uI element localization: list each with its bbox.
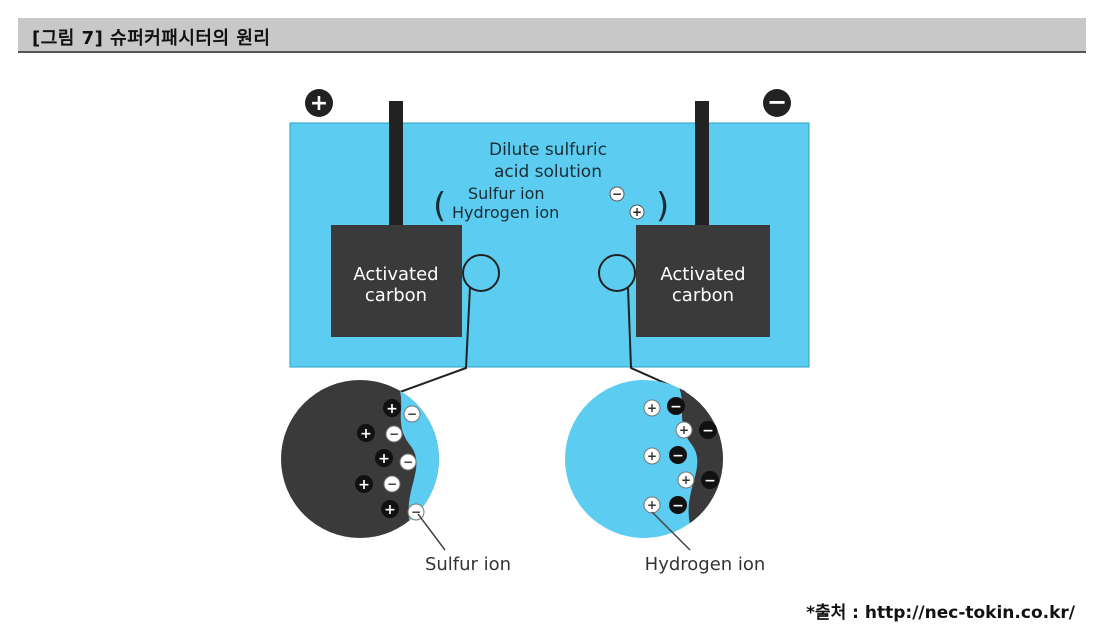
left-ion-pair: + − [375, 449, 417, 471]
svg-text:+: + [647, 401, 657, 415]
left-zoom-view [281, 380, 439, 538]
hydrogen-ion-legend-sign: + [632, 205, 642, 219]
svg-text:+: + [384, 502, 396, 518]
svg-text:−: − [403, 455, 413, 469]
svg-text:−: − [704, 473, 716, 489]
svg-text:−: − [411, 505, 421, 519]
hydrogen-ion-legend-text: Hydrogen ion [452, 203, 559, 222]
left-zoom-label: Sulfur ion [425, 554, 511, 575]
svg-text:+: + [358, 477, 370, 493]
left-carbon-label-line2: carbon [365, 285, 427, 306]
hydrogen-ion-legend-icon [629, 204, 645, 220]
right-ion-pair: + − [643, 397, 685, 417]
left-ion-pair: + − [355, 475, 401, 493]
solution-label-line1: Dilute sulfuric [489, 140, 607, 160]
left-ion-pair: + − [383, 399, 421, 423]
left-activated-carbon [331, 225, 462, 337]
right-carbon-label-line2: carbon [672, 285, 734, 306]
right-zoom-label: Hydrogen ion [645, 554, 766, 575]
right-callout-line [651, 511, 691, 551]
svg-text:+: + [378, 451, 390, 467]
right-magnifier-ring [598, 254, 636, 292]
left-leader-line [399, 286, 471, 393]
svg-text:+: + [360, 426, 372, 442]
positive-electrode-rod [389, 101, 403, 227]
svg-text:−: − [407, 407, 417, 421]
sulfur-ion-legend-icon [609, 186, 625, 202]
close-paren: ) [656, 186, 669, 226]
svg-text:+: + [679, 423, 689, 437]
negative-terminal-symbol: − [767, 88, 787, 116]
svg-text:+: + [647, 498, 657, 512]
positive-terminal-icon: + [305, 89, 333, 117]
right-ion-pair: + − [675, 421, 717, 439]
left-ion-pair: + − [357, 424, 403, 443]
svg-text:+: + [681, 473, 691, 487]
positive-terminal-symbol: + [310, 91, 328, 116]
sulfur-ion-legend-text: Sulfur ion [468, 184, 545, 203]
sulfur-ion-legend-sign: − [612, 187, 622, 201]
right-ion-pair: + − [643, 446, 687, 465]
svg-text:+: + [386, 401, 398, 417]
svg-text:−: − [702, 423, 714, 439]
solution-label-line2: acid solution [494, 162, 602, 182]
right-carbon-label-line1: Activated [660, 264, 745, 285]
svg-text:−: − [672, 498, 684, 514]
svg-text:−: − [672, 448, 684, 464]
right-ion-pair: + − [677, 471, 719, 489]
negative-terminal-icon: − [763, 88, 791, 117]
svg-text:−: − [670, 399, 682, 415]
left-carbon-label-line1: Activated [353, 264, 438, 285]
negative-electrode-rod [695, 101, 709, 227]
svg-text:+: + [647, 449, 657, 463]
source-credit: *출처 : http://nec-tokin.co.kr/ [806, 603, 1075, 623]
left-magnifier-ring [462, 254, 500, 292]
open-paren: ( [433, 186, 446, 226]
figure-header: [그림 7] 슈퍼커패시터의 원리 [18, 18, 1086, 53]
figure-title: [그림 7] 슈퍼커패시터의 원리 [32, 28, 271, 49]
right-activated-carbon [636, 225, 770, 337]
svg-text:−: − [387, 477, 397, 491]
svg-text:−: − [389, 427, 399, 441]
left-callout-line [417, 513, 446, 551]
